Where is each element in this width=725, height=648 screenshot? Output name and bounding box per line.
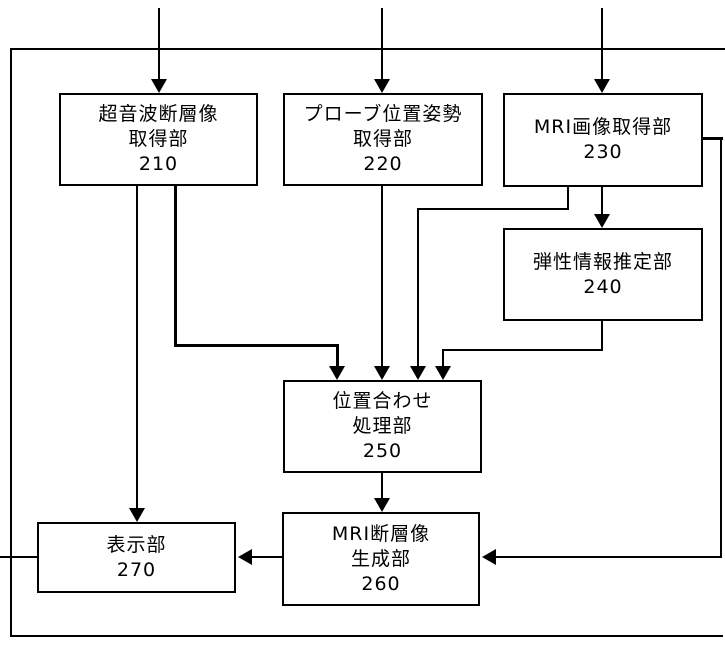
connector-210-to-250-v2: [336, 344, 339, 366]
box-registration-number: 250: [362, 440, 403, 462]
connector-240-to-250-v2: [442, 349, 444, 366]
connector-220-to-250: [381, 186, 383, 366]
box-display-label: 表示部: [106, 533, 167, 556]
box-mri-tomogram-generation: MRI断層像 生成部 260: [282, 512, 480, 606]
box-generation-number: 260: [361, 572, 401, 595]
box-registration-processing: 位置合わせ 処理部 250: [283, 380, 482, 473]
arrowhead-into-220: [374, 79, 390, 93]
connector-230-to-250-v1: [567, 187, 569, 210]
arrowhead-into-270-right: [238, 549, 252, 565]
arrowhead-into-230: [594, 79, 610, 93]
connector-230-to-250-v2: [417, 208, 419, 366]
connector-210-to-250-v1: [174, 186, 177, 346]
box-probe-pose-acquisition: プローブ位置姿勢 取得部 220: [283, 93, 483, 186]
connector-240-to-250-v1: [601, 321, 603, 351]
connector-input-to-220: [381, 8, 383, 79]
connector-230-right-h: [702, 137, 723, 140]
connector-270-left-exit: [0, 556, 37, 558]
connector-210-to-270: [136, 186, 138, 508]
box-display-number: 270: [116, 558, 157, 581]
arrowhead-into-240: [594, 214, 610, 228]
connector-input-to-210: [158, 8, 160, 79]
box-ultrasound-label-line1: 超音波断層像: [98, 103, 219, 125]
box-display-unit: 表示部 270: [37, 522, 236, 593]
arrowhead-into-260-top: [374, 498, 390, 512]
outer-frame-left: [10, 48, 12, 637]
connector-260-to-270: [252, 556, 282, 558]
box-probe-label-line2: 取得部: [352, 128, 413, 150]
connector-input-to-230: [601, 8, 603, 79]
box-elasticity-label: 弾性情報推定部: [532, 250, 673, 273]
arrowhead-210-into-250: [329, 366, 345, 380]
box-probe-label-line1: プローブ位置姿勢: [303, 103, 463, 125]
box-elasticity-number: 240: [583, 275, 623, 298]
box-mri-image-acquisition: MRI画像取得部 230: [503, 93, 703, 187]
arrowhead-into-210: [151, 79, 167, 93]
box-ultrasound-number: 210: [138, 153, 179, 175]
box-ultrasound-label-line2: 取得部: [128, 128, 189, 150]
box-generation-label-line1: MRI断層像: [331, 522, 431, 545]
outer-frame-top: [10, 48, 725, 50]
arrowhead-into-270-top: [129, 508, 145, 522]
connector-240-to-250-h: [442, 349, 603, 351]
arrowhead-220-into-250: [374, 366, 390, 380]
connector-250-to-260: [381, 473, 383, 498]
outer-frame-bottom: [10, 635, 723, 637]
box-registration-label-line1: 位置合わせ: [332, 390, 433, 412]
box-generation-label-line2: 生成部: [350, 547, 411, 570]
box-ultrasound-acquisition: 超音波断層像 取得部 210: [59, 93, 258, 186]
box-registration-label-line2: 処理部: [352, 415, 413, 437]
box-probe-number: 220: [363, 153, 403, 175]
arrowhead-240-into-250: [435, 366, 451, 380]
box-mri-acquisition-label: MRI画像取得部: [533, 116, 673, 138]
box-mri-acquisition-number: 230: [583, 141, 623, 163]
arrowhead-230-into-250: [410, 366, 426, 380]
connector-230-to-240: [601, 187, 603, 214]
connector-210-to-250-h: [174, 344, 339, 347]
connector-right-loop-v: [720, 137, 722, 558]
box-elasticity-estimation: 弾性情報推定部 240: [503, 228, 703, 321]
connector-230-to-250-h: [417, 208, 569, 210]
connector-right-loop-h: [496, 556, 722, 558]
arrowhead-into-260-right: [482, 549, 496, 565]
